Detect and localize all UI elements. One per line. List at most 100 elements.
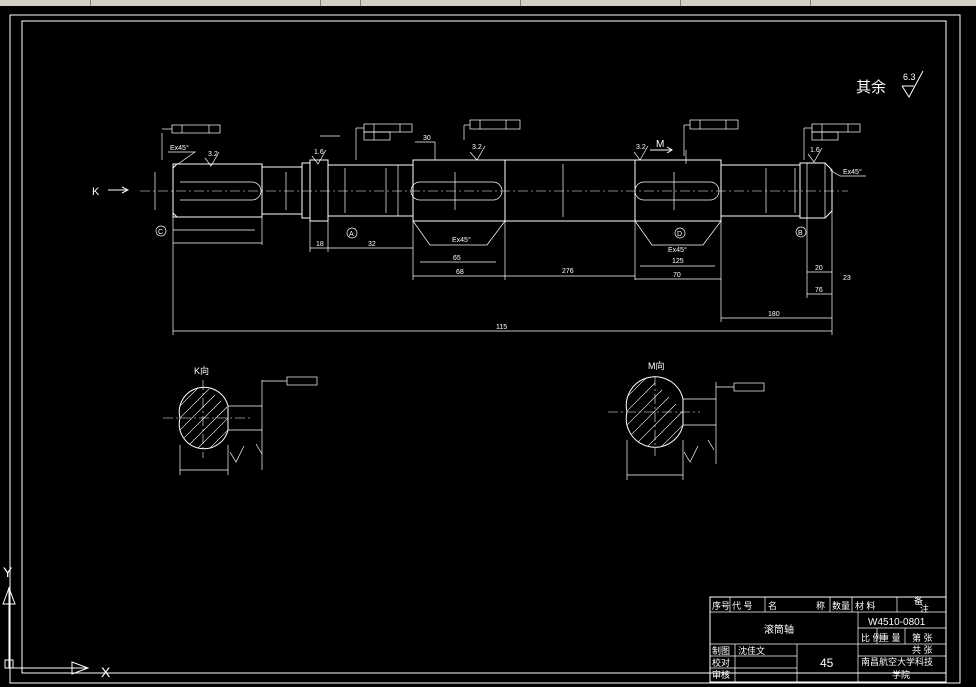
shaft-segment-left-end: [172, 163, 263, 218]
datum-a-circle: [346, 227, 358, 239]
chamfer-label-hub-left: Ex45°: [452, 236, 471, 244]
dim-e: 23: [843, 275, 851, 282]
dim-total: 115: [496, 324, 507, 331]
view-m-arrow-icon: [650, 146, 673, 154]
dim-d: 20: [815, 265, 823, 272]
ucs-icon: X Y: [2, 564, 111, 680]
section-m-profile: [625, 376, 684, 448]
tb-drafter: 沈佳文: [738, 645, 765, 656]
section-view-m[interactable]: M向: [598, 360, 765, 480]
dimension-lines: [172, 135, 833, 335]
tolerance-frame-b: [803, 123, 861, 160]
datum-c-label: C: [158, 229, 163, 236]
section-m-title: M向: [648, 360, 665, 371]
tb-role-check: 校对: [712, 657, 730, 668]
roughness-icon: [469, 145, 486, 161]
shaft-segment-2: [261, 166, 303, 215]
chamfer-label-left: Ex45°: [170, 144, 189, 152]
tb-weight-label: 重 量: [880, 632, 901, 643]
tolerance-frame-c: [161, 124, 221, 160]
tb-header-code: 代 号: [732, 601, 753, 611]
tb-header-remark: 备: [914, 595, 923, 606]
surface-finish-note: 其余: [856, 78, 886, 96]
shaft-main-view[interactable]: Ex45° Ex45° Ex45° Ex45° 3.2 1.6 3.2 3.2 …: [92, 119, 866, 335]
keyway-middle-right: [634, 181, 720, 201]
dim-a: 32: [368, 241, 376, 248]
dim-l: 180: [768, 311, 780, 318]
dim-g: 276: [562, 268, 574, 275]
tb-header-name: 名: [768, 600, 777, 611]
roughness-icon: [633, 145, 649, 161]
hub-seat-left: [412, 159, 506, 222]
dim-k: 76: [815, 287, 823, 294]
tb-header-remark2: 注: [920, 603, 929, 614]
section-view-k[interactable]: K向: [158, 365, 318, 475]
tb-header-qty: 数量: [832, 600, 850, 611]
roughness-hub-right: 3.2: [636, 144, 646, 151]
roughness-symbol-icon: [901, 70, 924, 98]
keyway-left: [180, 181, 262, 201]
chamfer-label-hub-right: Ex45°: [668, 246, 687, 254]
dim-f: 125: [672, 258, 684, 265]
roughness-icon: [229, 445, 245, 463]
tb-sheet-label: 第 张: [912, 632, 933, 643]
toolbar-segment[interactable]: [90, 0, 321, 6]
tolerance-frame-hub-right: [683, 119, 739, 156]
dim-h: 65: [453, 255, 461, 262]
tb-school-line2: 学院: [892, 669, 910, 680]
ucs-x-label: X: [101, 664, 111, 680]
view-k-arrow-label: K: [92, 186, 100, 198]
datum-d-label: D: [677, 231, 682, 238]
bearing-seat-b: [720, 164, 801, 217]
toolbar-segment[interactable]: [680, 0, 811, 6]
keyway-middle-left: [410, 181, 503, 201]
toolbar-segment[interactable]: [360, 0, 521, 6]
tb-header-seq: 序号: [712, 600, 730, 611]
toolbar-segment[interactable]: [520, 0, 681, 6]
roughness-icon: [204, 151, 220, 167]
datum-c-circle: [155, 225, 167, 237]
tb-header-name2: 称: [816, 600, 825, 611]
tb-role-draw: 制图: [712, 645, 730, 656]
view-k-arrow-icon: [108, 186, 130, 194]
tb-total-label: 共 张: [912, 645, 933, 655]
cad-model-space[interactable]: 其余 6.3 Ex45° Ex45°: [0, 6, 976, 687]
tb-role-approve: 审核: [712, 669, 730, 680]
roughness-a: 1.6: [314, 149, 324, 156]
roughness-b: 1.6: [810, 147, 820, 154]
general-surface-finish: 其余 6.3: [856, 70, 924, 98]
tb-header-material: 材 料: [855, 600, 876, 611]
datum-a-label: A: [349, 231, 354, 238]
shaft-segment-right-end: [799, 162, 833, 219]
datum-d-circle: [674, 227, 686, 239]
dim-i: 68: [456, 269, 464, 276]
datum-b-circle: [795, 226, 807, 238]
roughness-hub-left: 3.2: [472, 144, 482, 151]
roughness-icon: [683, 445, 699, 463]
toolbar-segment[interactable]: [320, 0, 361, 6]
chamfer-label-right: Ex45°: [843, 168, 862, 176]
shaft-segment-3: [309, 159, 329, 222]
roughness-left-end: 3.2: [208, 151, 218, 158]
dim-c: 30: [423, 135, 431, 142]
tolerance-frame-a: [355, 123, 413, 160]
tb-part-name: 滚筒轴: [764, 623, 794, 636]
surface-finish-value: 6.3: [903, 72, 916, 82]
toolbar-segment[interactable]: [0, 0, 91, 6]
tb-school-line1: 南昌航空大学科技: [861, 656, 933, 667]
section-k-title: K向: [194, 365, 209, 376]
sheet-inner-frame: [21, 20, 947, 674]
roughness-icon: [807, 147, 823, 163]
tolerance-frame-hub-left: [463, 119, 521, 140]
datum-b-label: B: [798, 230, 803, 237]
ucs-y-label: Y: [3, 564, 13, 580]
dim-j: 70: [673, 272, 681, 279]
bearing-seat-a: [327, 164, 414, 217]
shaft-middle-segment: [504, 159, 636, 222]
title-block[interactable]: 序号 代 号 名 称 数量 材 料 备 注 W4510-0801 滚筒轴 比 例…: [709, 595, 947, 683]
hub-seat-right: [634, 159, 722, 222]
tb-scale-label: 比 例: [861, 632, 882, 643]
window-top-strip: [0, 0, 976, 6]
tb-material: 45: [820, 656, 834, 670]
roughness-icon: [311, 149, 327, 165]
